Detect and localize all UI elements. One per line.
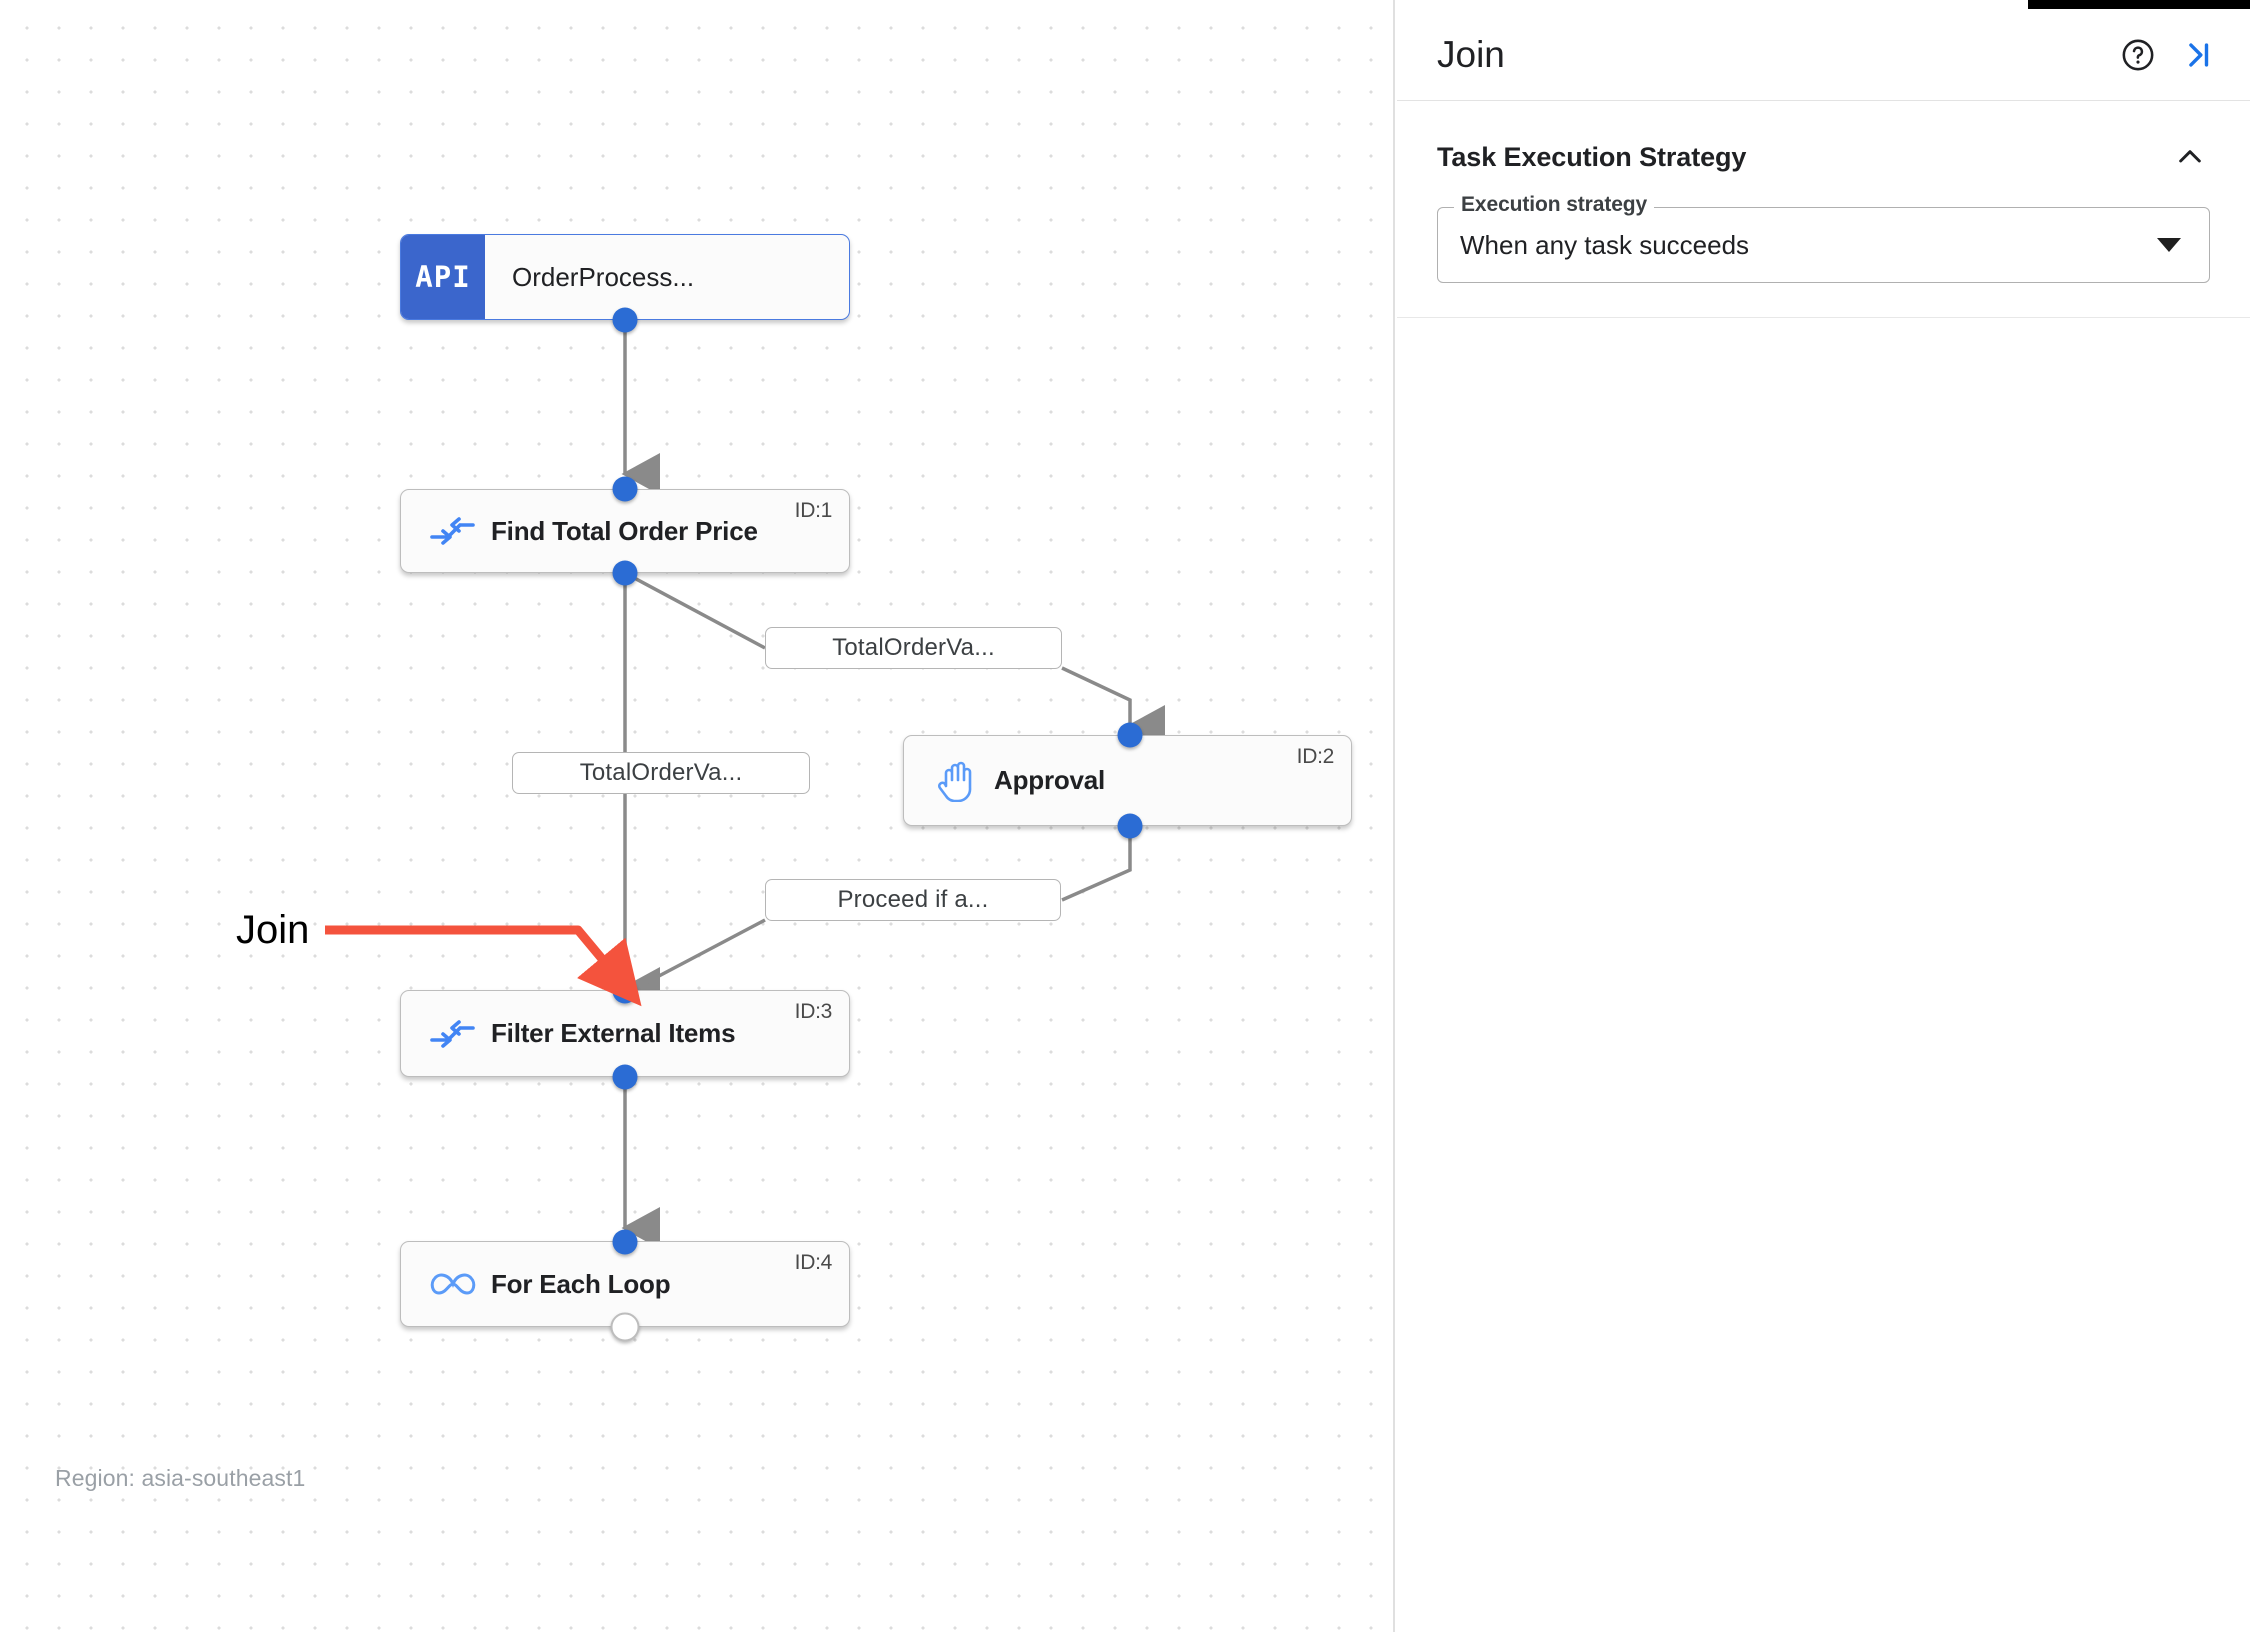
region-note: Region: asia-southeast1 xyxy=(55,1465,306,1491)
edge-task1-to-label1 xyxy=(624,571,766,650)
connector-dot-approval-output[interactable] xyxy=(1117,813,1143,839)
api-badge: API xyxy=(401,235,485,319)
connector-dot-task4-output[interactable] xyxy=(610,1312,640,1342)
node-id-badge: ID:3 xyxy=(794,1000,833,1023)
infinity-loop-icon xyxy=(423,1270,483,1298)
connector-dot-task3-output[interactable] xyxy=(612,1064,638,1090)
hand-icon xyxy=(926,760,986,802)
node-title: Find Total Order Price xyxy=(491,515,758,546)
merge-arrows-icon xyxy=(423,1018,483,1050)
section-title: Task Execution Strategy xyxy=(1437,141,1747,172)
connector-dot-order-process-output[interactable] xyxy=(612,307,638,333)
chevron-down-icon[interactable] xyxy=(2157,238,2181,252)
connector-dot-task4-input[interactable] xyxy=(612,1229,638,1255)
edge-label-total-order-value-2[interactable]: TotalOrderVa... xyxy=(512,752,810,794)
node-approval[interactable]: Approval ID:2 xyxy=(903,735,1352,826)
side-panel: Join Task Execution Strategy xyxy=(1397,0,2250,1632)
edge-label3-to-task3 xyxy=(639,918,766,988)
edge-label1-to-approval xyxy=(1061,666,1165,747)
node-find-total-order-price[interactable]: Find Total Order Price ID:1 xyxy=(400,489,850,573)
section-header[interactable]: Task Execution Strategy xyxy=(1437,137,2210,177)
node-id-badge: ID:4 xyxy=(794,1251,833,1274)
node-for-each-loop[interactable]: For Each Loop ID:4 xyxy=(400,1241,850,1327)
execution-strategy-value: When any task succeeds xyxy=(1460,229,1750,260)
edge-label-proceed-if-approved[interactable]: Proceed if a... xyxy=(765,879,1061,921)
node-filter-external-items[interactable]: Filter External Items ID:3 xyxy=(400,990,850,1077)
annotation-label: Join xyxy=(236,908,310,952)
help-circle-icon[interactable] xyxy=(2112,29,2164,81)
collapse-right-icon[interactable] xyxy=(2172,29,2224,81)
connector-dot-task3-input[interactable] xyxy=(612,978,638,1004)
execution-strategy-select[interactable]: Execution strategy When any task succeed… xyxy=(1437,193,2210,283)
connector-dot-task1-input[interactable] xyxy=(612,476,638,502)
chevron-up-icon[interactable] xyxy=(2170,137,2210,177)
merge-arrows-icon xyxy=(423,515,483,547)
node-title: Approval xyxy=(994,765,1106,795)
panel-title: Join xyxy=(1437,33,1505,75)
execution-strategy-label: Execution strategy xyxy=(1454,193,1655,217)
annotation-arrow xyxy=(325,925,642,1007)
node-title: Filter External Items xyxy=(491,1018,736,1048)
connector-dot-task1-output[interactable] xyxy=(612,560,638,586)
node-title: For Each Loop xyxy=(491,1268,671,1299)
node-title: OrderProcess... xyxy=(512,261,695,292)
panel-header: Join xyxy=(1397,9,2250,101)
node-id-badge: ID:1 xyxy=(794,499,833,522)
panel-top-accent-bar xyxy=(2028,0,2250,9)
connector-dot-approval-input[interactable] xyxy=(1117,722,1143,748)
task-execution-strategy-section: Task Execution Strategy Execution strate… xyxy=(1397,101,2250,318)
node-order-process[interactable]: API OrderProcess... xyxy=(400,234,850,320)
edge-approval-to-label3 xyxy=(1061,826,1132,902)
edge-label-total-order-value-1[interactable]: TotalOrderVa... xyxy=(765,627,1062,669)
node-id-badge: ID:2 xyxy=(1296,745,1335,768)
workflow-canvas[interactable]: API OrderProcess... Find Total Order Pri… xyxy=(0,0,1395,1632)
